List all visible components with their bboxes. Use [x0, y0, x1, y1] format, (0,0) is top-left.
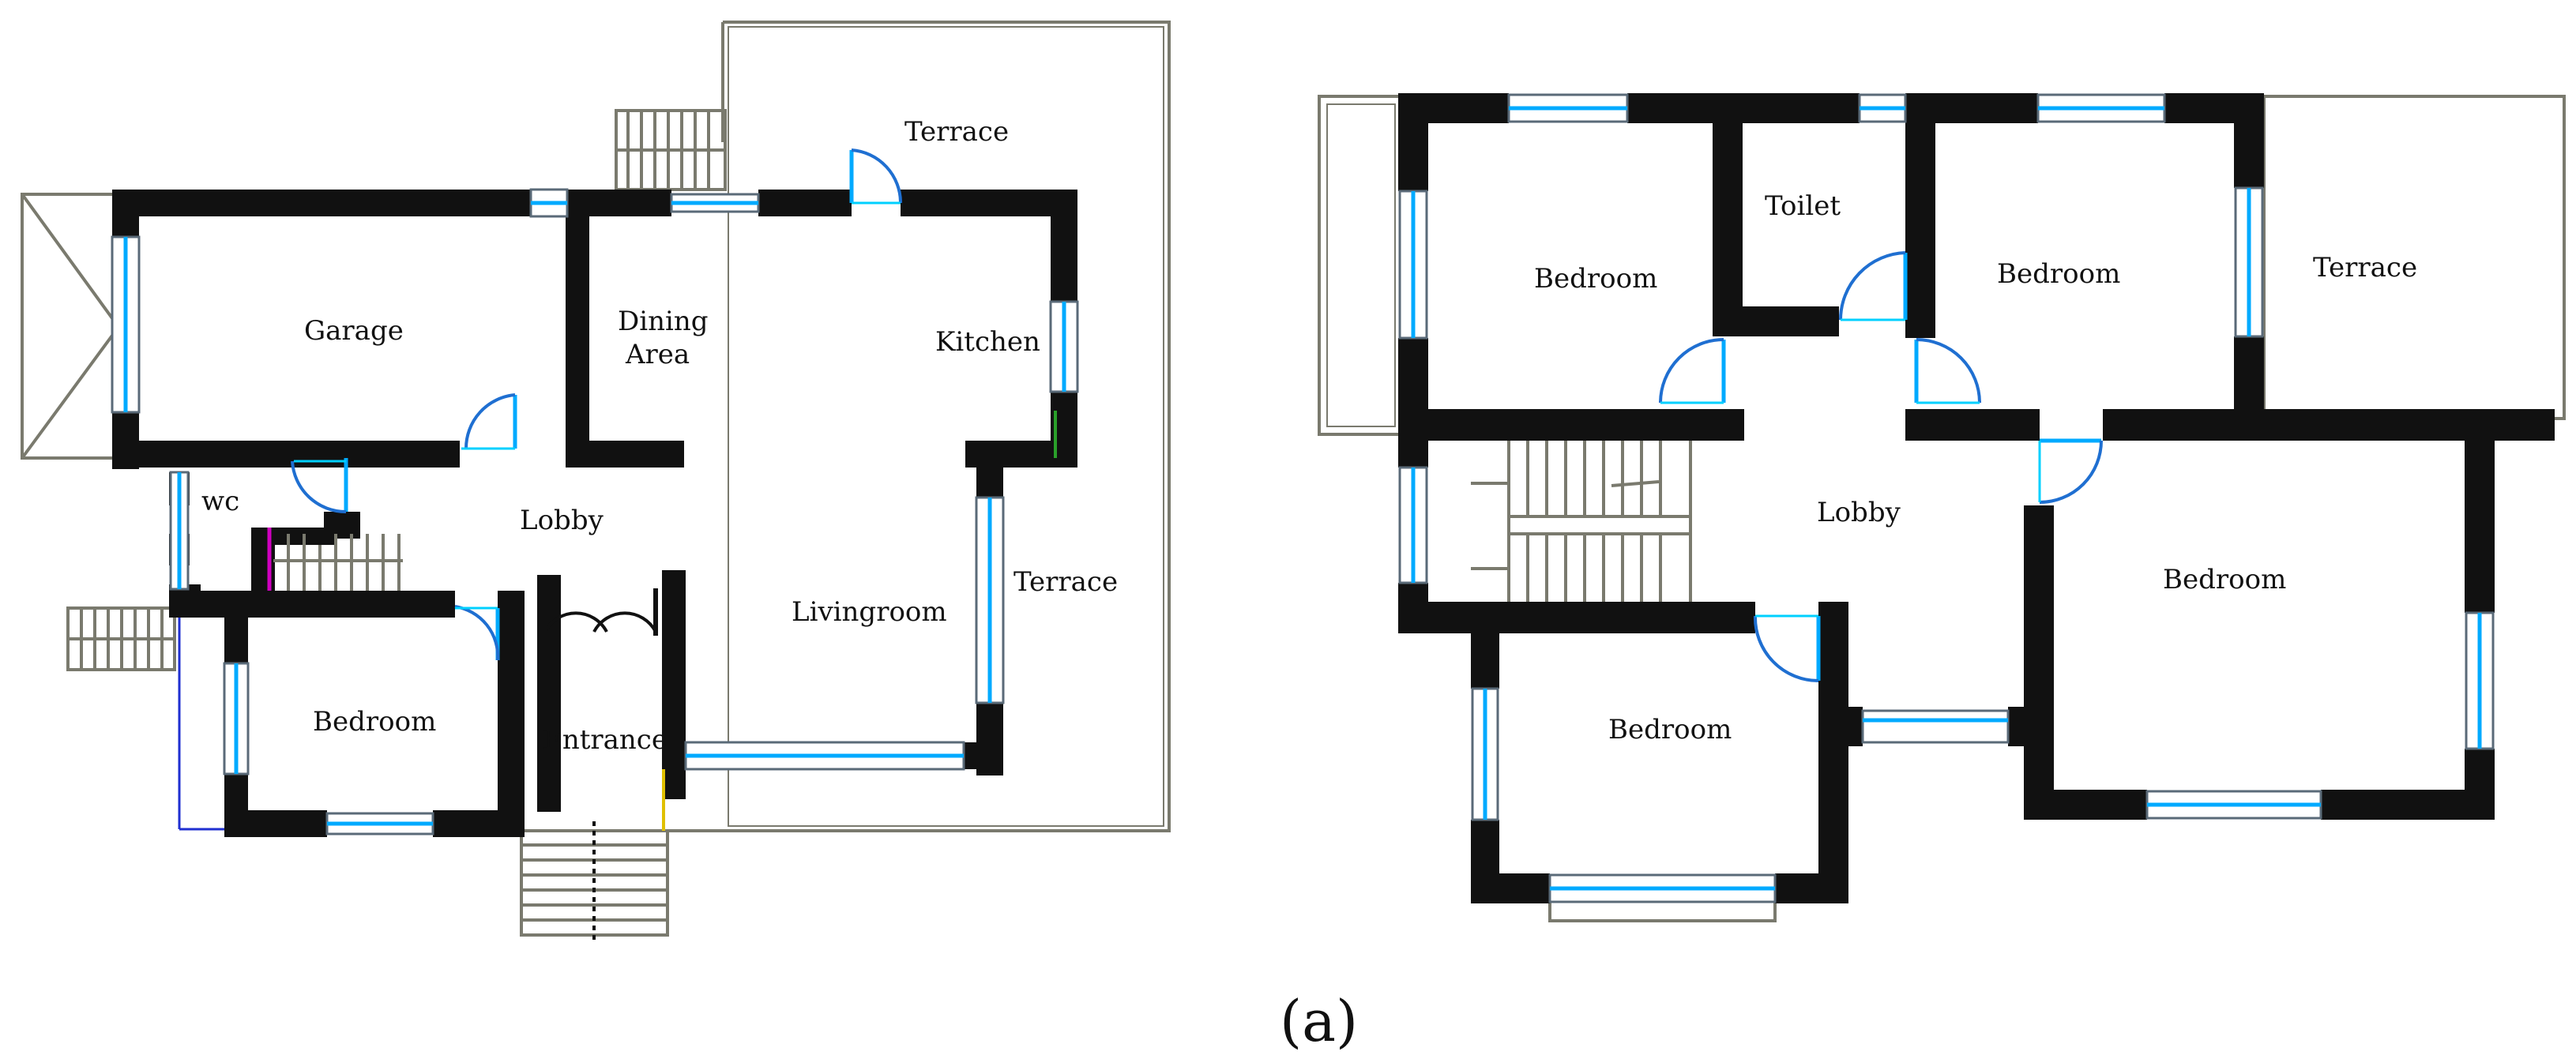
- label-kitchen: Kitchen: [935, 326, 1040, 358]
- label-bedroom: Bedroom: [313, 706, 436, 738]
- ground-floor-plan: Garage Dining Area Kitchen Terrace Terra…: [21, 21, 1171, 940]
- first-floor-stairwell: [1471, 441, 1692, 602]
- label-ff-lobby: Lobby: [1817, 497, 1901, 528]
- label-dining-line1: Dining: [618, 306, 709, 337]
- label-ff-bedroom-top-middle: Bedroom: [1997, 258, 2120, 290]
- first-floor-windows: [1398, 93, 2495, 903]
- label-ff-bedroom-bottom: Bedroom: [1608, 714, 1732, 745]
- label-ff-bedroom-right: Bedroom: [2163, 564, 2286, 595]
- first-floor-walls: [1398, 93, 2555, 903]
- label-livingroom: Livingroom: [792, 596, 947, 628]
- interior-stair: [273, 534, 403, 591]
- label-dining-line2: Area: [625, 339, 690, 370]
- garage-ramp: [21, 193, 121, 460]
- left-balcony: [1318, 95, 1405, 436]
- terrace-boundary-inner: [728, 26, 1164, 827]
- label-lobby: Lobby: [520, 505, 604, 536]
- first-floor-plan: BedroomToiletBedroomTerraceLobbyBedroomB…: [1318, 93, 2566, 922]
- ground-floor-doors: [291, 148, 903, 661]
- rear-steps: [615, 109, 727, 191]
- figure-caption: (a): [1280, 988, 1358, 1054]
- label-ff-terrace: Terrace: [2313, 252, 2417, 284]
- label-entrance: Entrance: [543, 724, 668, 756]
- label-terrace-top: Terrace: [904, 116, 1009, 148]
- label-garage: Garage: [304, 315, 404, 347]
- entrance-steps: [520, 821, 669, 940]
- ground-floor-labels: Garage Dining Area Kitchen Terrace Terra…: [201, 116, 1118, 756]
- label-wc: wc: [201, 486, 239, 517]
- label-terrace-right: Terrace: [1013, 566, 1118, 598]
- terrace-boundary: [664, 21, 1171, 832]
- label-ff-toilet: Toilet: [1765, 190, 1841, 222]
- first-floor-doors: [1659, 251, 2103, 682]
- label-ff-bedroom-top-left: Bedroom: [1534, 263, 1657, 295]
- side-steps: [66, 606, 176, 671]
- ground-floor-windows: [111, 188, 1079, 836]
